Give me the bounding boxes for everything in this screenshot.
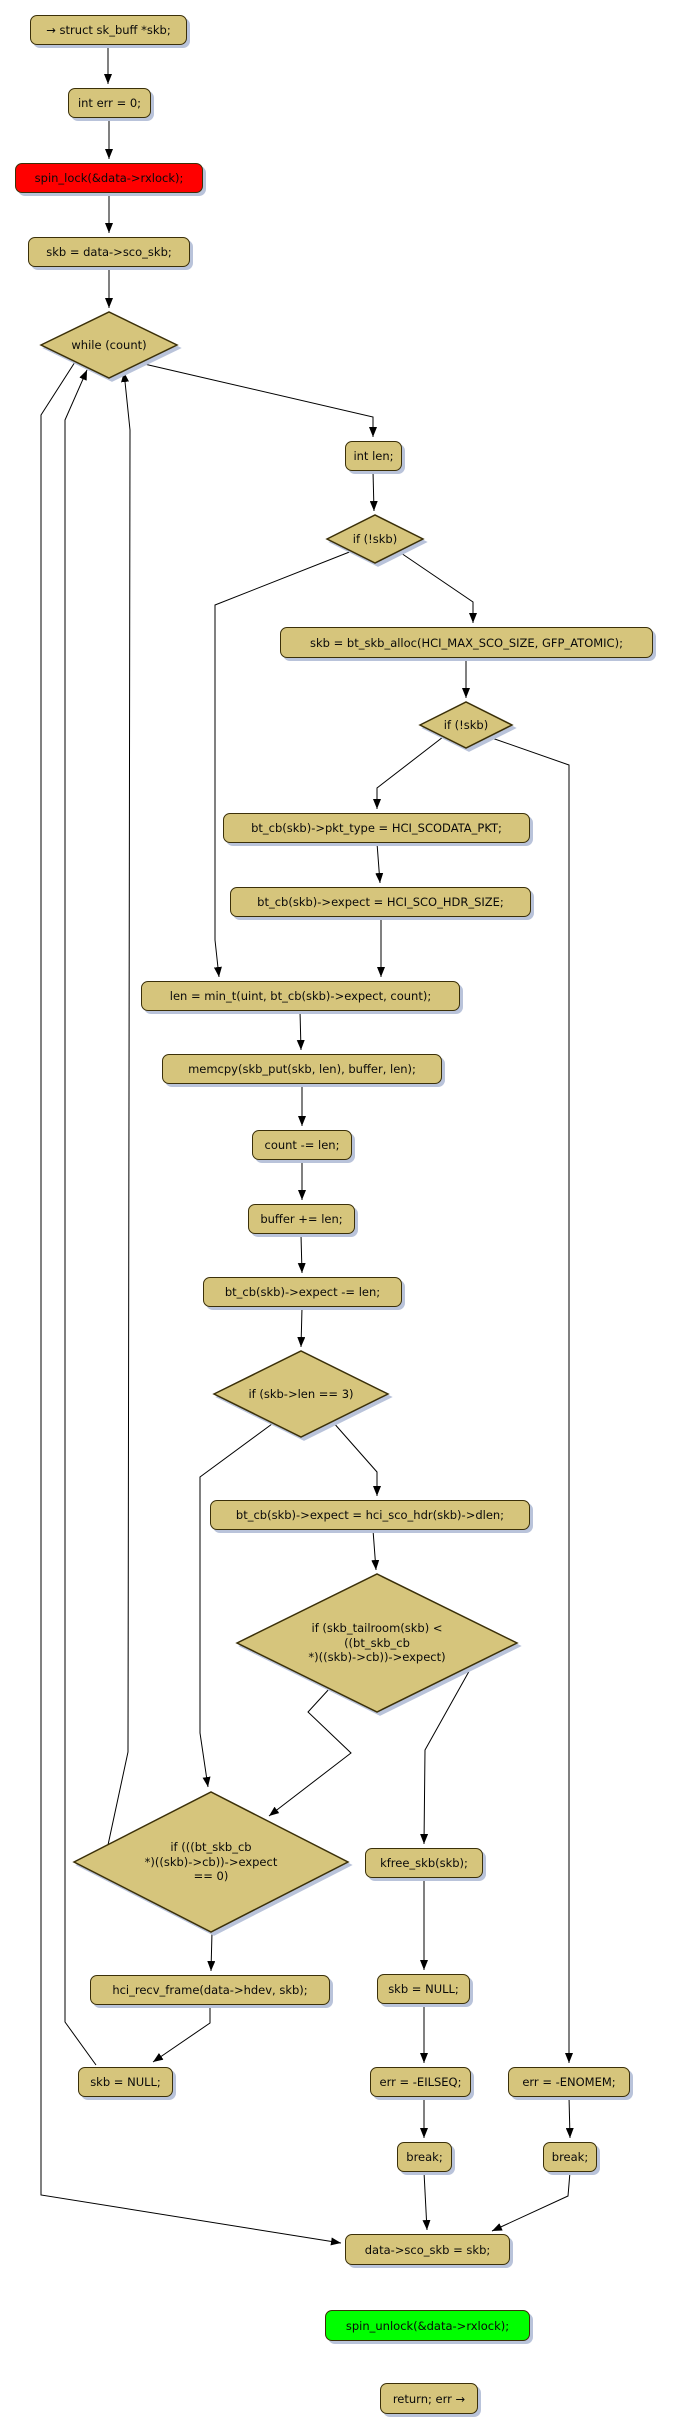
node-kfree-skb: kfree_skb(skb); [365, 1848, 483, 1878]
decision-expect-zero: if (((bt_skb_cb *)((skb)->cb))->expect =… [74, 1792, 348, 1932]
node-pkt-type: bt_cb(skb)->pkt_type = HCI_SCODATA_PKT; [223, 813, 530, 843]
node-expect-sub: bt_cb(skb)->expect -= len; [203, 1277, 402, 1307]
edge-ifnotskb2-false-to-pkttype [373, 736, 444, 809]
node-int-err: int err = 0; [68, 88, 151, 118]
edge-expectzero-true-to-hcirecv [207, 1931, 216, 1972]
edge-ifnotskb2-true-to-enomem [488, 736, 573, 2063]
node-return: return; err → [380, 2383, 478, 2414]
edge-while-true-to-intlen [139, 362, 377, 437]
node-spin-lock: spin_lock(&data->rxlock); [15, 163, 203, 193]
edge-expectsub-to-iflen3 [297, 1307, 306, 1348]
node-start: → struct sk_buff *skb; [30, 15, 187, 45]
node-break-2: break; [543, 2142, 597, 2172]
node-sco-skb-assign: data->sco_skb = skb; [345, 2234, 510, 2265]
edge-tailroom-false-to-expectzero [268, 1687, 352, 1817]
node-bt-skb-alloc: skb = bt_skb_alloc(HCI_MAX_SCO_SIZE, GFP… [280, 627, 653, 658]
node-skb-null-right: skb = NULL; [377, 1974, 470, 2004]
edge-iflen3-true-to-dlen [331, 1420, 381, 1496]
edge-dlen-to-tailroom [371, 1529, 380, 1571]
node-expect-hdr-size: bt_cb(skb)->expect = HCI_SCO_HDR_SIZE; [230, 887, 531, 917]
decision-tailroom: if (skb_tailroom(skb) < ((bt_skb_cb *)((… [237, 1574, 517, 1712]
node-expect-dlen: bt_cb(skb)->expect = hci_sco_hdr(skb)->d… [210, 1500, 530, 1530]
node-count-sub: count -= len; [252, 1130, 352, 1160]
decision-while-count: while (count) [41, 312, 177, 378]
edge-break1-to-scoskb [422, 2171, 431, 2231]
node-err-eilseq: err = -EILSEQ; [370, 2067, 471, 2097]
edge-ifnotskb1-false-to-minlen [213, 550, 353, 978]
node-break-1: break; [397, 2142, 452, 2172]
edge-tailroom-true-to-kfree [420, 1665, 473, 1845]
edge-enomem-to-break2 [565, 2096, 574, 2139]
node-int-len: int len; [345, 441, 402, 471]
node-skb-assign: skb = data->sco_skb; [28, 237, 190, 267]
edge-buffer-to-expectsub [297, 1234, 306, 1274]
node-hci-recv-frame: hci_recv_frame(data->hdev, skb); [90, 1975, 330, 2005]
node-len-min-t: len = min_t(uint, bt_cb(skb)->expect, co… [141, 981, 460, 1011]
edge-hcirecv-to-skbnullleft [152, 2005, 211, 2063]
decision-if-not-skb-1: if (!skb) [327, 515, 423, 563]
edge-skbnullleft-back-to-while [64, 369, 97, 2066]
edge-pkttype-to-expecthdr [375, 842, 384, 884]
node-skb-null-left: skb = NULL; [78, 2067, 173, 2097]
edge-minlen-to-memcpy [296, 1010, 305, 1051]
decision-if-not-skb-2: if (!skb) [420, 702, 512, 748]
edge-expectzero-false-back-to-while [107, 371, 131, 1846]
edge-ifnotskb1-true-to-alloc [397, 550, 477, 623]
node-spin-unlock: spin_unlock(&data->rxlock); [325, 2310, 530, 2341]
node-buffer-add: buffer += len; [248, 1204, 355, 1234]
node-err-enomem: err = -ENOMEM; [508, 2067, 630, 2097]
node-memcpy: memcpy(skb_put(skb, len), buffer, len); [162, 1054, 442, 1084]
edge-intlen-to-ifnotskb1 [369, 470, 378, 512]
edge-iflen3-false-to-expectzero [199, 1423, 273, 1788]
decision-skb-len-3: if (skb->len == 3) [214, 1351, 388, 1437]
edge-break2-to-scoskb [491, 2171, 571, 2232]
edge-while-false-to-scoskb [40, 361, 342, 2246]
